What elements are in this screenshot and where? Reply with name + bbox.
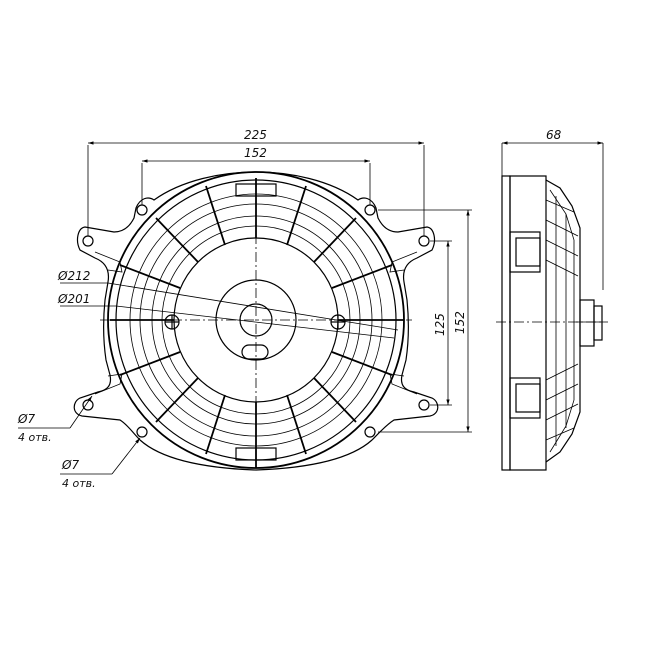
dim-outer-diameter-label: Ø212	[57, 269, 90, 283]
front-view: Ø212 Ø201 225 152 125 152 Ø7 4 отв. Ø7 4…	[17, 128, 472, 490]
dim-vertical-mount: 125	[433, 313, 447, 336]
motor-slot	[241, 344, 269, 360]
mount-hole-bl	[136, 426, 148, 438]
ear-hole-right-lower	[418, 399, 430, 411]
mount-hole-tr	[364, 204, 376, 216]
hole-lower-label: Ø7	[61, 458, 79, 472]
dim-vertical-overall: 152	[453, 311, 467, 334]
mount-hole-br	[364, 426, 376, 438]
ear-hole-left-upper	[82, 235, 94, 247]
dim-mount-width: 152	[244, 146, 267, 160]
frame-plate	[501, 175, 511, 471]
ear-hole-right-upper	[418, 235, 430, 247]
mount-hole-tl	[136, 204, 148, 216]
screw-right	[330, 314, 346, 330]
side-view: 68	[496, 128, 608, 471]
hole-upper-note: 4 отв.	[18, 431, 52, 444]
dim-depth: 68	[546, 128, 562, 142]
screw-left	[164, 314, 180, 330]
side-motor	[579, 299, 595, 347]
hole-upper-label: Ø7	[17, 412, 35, 426]
dim-inner-diameter-label: Ø201	[57, 292, 90, 306]
hole-lower-note: 4 отв.	[62, 477, 96, 490]
dim-overall-width: 225	[244, 128, 267, 142]
